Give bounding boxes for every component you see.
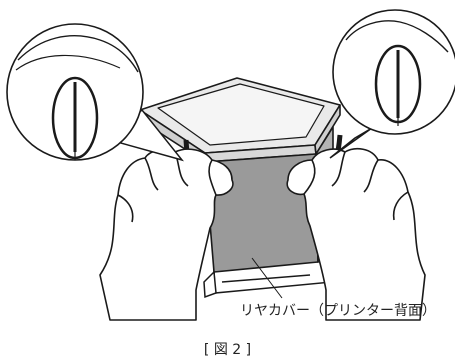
figure-caption: [ 図 2 ] [203, 342, 252, 358]
label-leader-line [251, 257, 283, 299]
magnified-detail-right [329, 9, 455, 159]
right-hand [286, 147, 426, 321]
magnified-detail-left [6, 23, 185, 162]
rear-cover-label: リヤカバー（プリンター背面） [240, 303, 436, 319]
